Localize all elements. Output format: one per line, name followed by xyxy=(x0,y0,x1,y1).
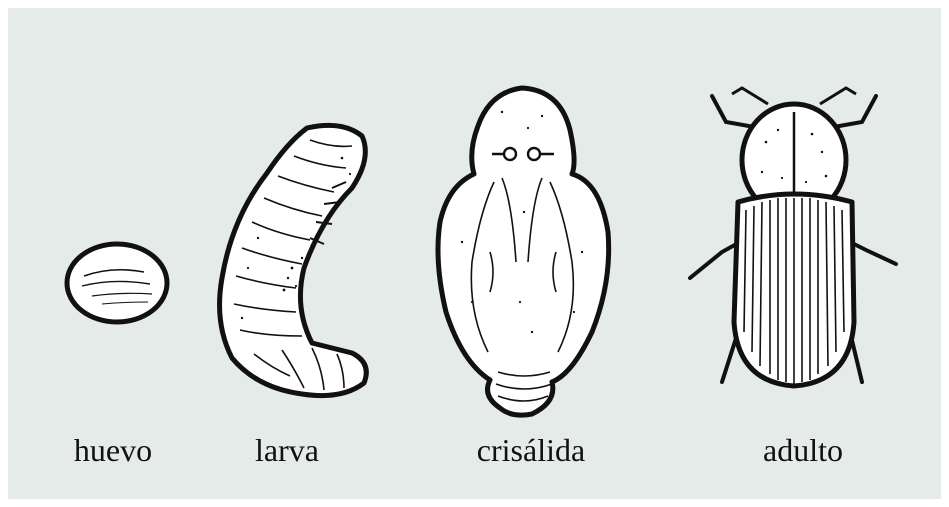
stage-label-larva: larva xyxy=(222,432,352,469)
egg-illustration xyxy=(62,238,174,328)
stage-label-pupa: crisálida xyxy=(446,432,616,469)
stage-label-adult: adulto xyxy=(728,432,878,469)
larva-illustration xyxy=(212,118,377,410)
pupa-illustration xyxy=(432,82,614,422)
adult-beetle-illustration xyxy=(682,82,906,404)
stage-label-egg: huevo xyxy=(48,432,178,469)
